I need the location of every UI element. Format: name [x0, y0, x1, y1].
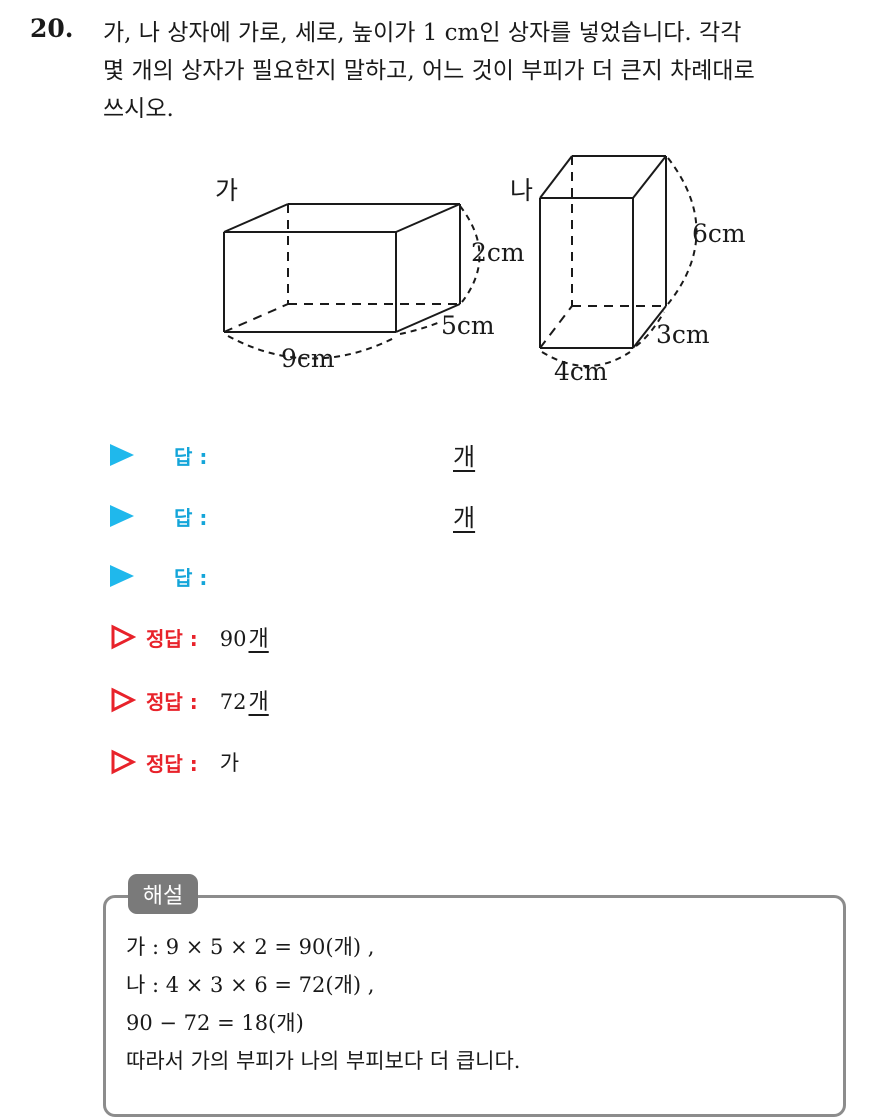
correct-answer-number: 72	[219, 690, 247, 714]
question-line: 가, 나 상자에 가로, 세로, 높이가 1 cm인 상자를 넣었습니다. 각각	[103, 20, 742, 46]
correct-answer-label: 정답 :	[146, 751, 198, 776]
correct-answer-row: 정답 : 90개	[110, 617, 269, 657]
correct-answer-row: 정답 : 72개	[110, 680, 269, 720]
correct-answer-row: 정답 : 가	[110, 742, 239, 782]
answer-label: 답 :	[174, 444, 208, 469]
box-ga-depth-label: 5cm	[441, 311, 495, 340]
question-line: 몇 개의 상자가 필요한지 말하고, 어느 것이 부피가 더 큰지 차례대로	[103, 58, 755, 84]
box-na-height-label: 6cm	[692, 219, 746, 248]
correct-answer-number: 가	[219, 751, 240, 775]
question-number: 20.	[30, 14, 74, 43]
solution-text: 가 : 9 × 5 × 2 = 90(개) , 나 : 4 × 3 × 6 = …	[126, 928, 521, 1080]
correct-answer-value: 72개	[220, 684, 269, 716]
outline-play-icon	[111, 749, 136, 775]
solution-box	[103, 895, 846, 1117]
play-icon	[110, 565, 134, 587]
box-ga-width-label: 9cm	[281, 344, 335, 373]
solution-line: 90 − 72 = 18(개)	[126, 1011, 304, 1035]
answer-row: 답 :	[110, 496, 207, 536]
correct-answer-unit: 개	[248, 690, 269, 715]
solution-line: 나 : 4 × 3 × 6 = 72(개) ,	[126, 973, 375, 997]
correct-answer-value: 90개	[220, 621, 269, 653]
question-text: 가, 나 상자에 가로, 세로, 높이가 1 cm인 상자를 넣었습니다. 각각…	[103, 14, 868, 128]
correct-answer-number: 90	[219, 627, 247, 651]
correct-answer-unit: 개	[248, 627, 269, 652]
answer-label: 답 :	[174, 505, 208, 530]
solution-line: 따라서 가의 부피가 나의 부피보다 더 큽니다.	[126, 1049, 521, 1073]
correct-answer-value: 가	[220, 747, 239, 777]
box-ga-label: 가	[215, 176, 238, 205]
box-ga	[223, 203, 481, 360]
correct-answer-label: 정답 :	[146, 626, 198, 651]
solution-line: 가 : 9 × 5 × 2 = 90(개) ,	[126, 935, 375, 959]
play-icon	[110, 505, 134, 527]
outline-play-icon	[111, 687, 136, 713]
box-na-depth-label: 3cm	[656, 320, 710, 349]
outline-play-icon	[111, 624, 136, 650]
solution-tag: 해설	[128, 874, 198, 914]
answer-label: 답 :	[174, 565, 208, 590]
box-na-label: 나	[510, 176, 533, 205]
box-na-width-label: 4cm	[554, 357, 608, 386]
answer-row: 답 :	[110, 435, 207, 475]
play-icon	[110, 444, 134, 466]
answer-row: 답 :	[110, 556, 207, 596]
answer-unit[interactable]: 개	[453, 443, 476, 471]
correct-answer-label: 정답 :	[146, 689, 198, 714]
box-na	[539, 155, 698, 367]
cuboid-figure: 가 9cm 5cm 2cm 나 4cm 3cm 6cm	[215, 155, 746, 386]
question-line: 쓰시오.	[103, 96, 174, 122]
box-ga-height-label: 2cm	[471, 238, 525, 267]
answer-unit[interactable]: 개	[453, 504, 476, 532]
